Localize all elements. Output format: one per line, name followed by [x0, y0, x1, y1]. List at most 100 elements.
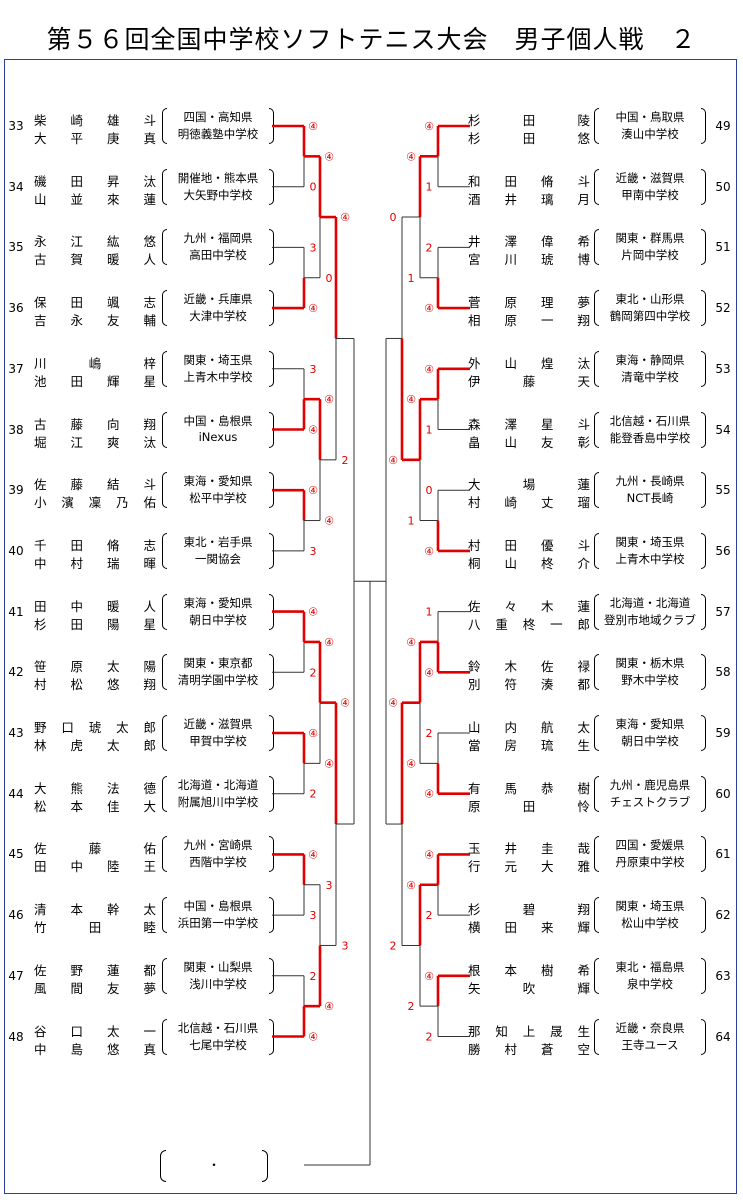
- affiliation-bracket-left: [162, 897, 167, 934]
- page-title: 第５６回全国中学校ソフトテニス大会 男子個人戦 ２: [46, 25, 697, 54]
- prefecture: 九州・長崎県: [615, 474, 685, 489]
- affiliation-bracket-left: [162, 168, 167, 205]
- player-name: 玉井圭哉: [468, 841, 590, 857]
- round2-score: ④: [406, 393, 416, 406]
- player-names: 杉田陵杉田悠: [468, 106, 590, 150]
- player-names: 山内航太當房琉生: [468, 713, 590, 757]
- affiliation: 開催地・熊本県大矢野中学校: [162, 167, 274, 211]
- school-name: 鶴岡第四中学校: [609, 309, 691, 324]
- round1-score: 3: [310, 545, 317, 558]
- round1-score: ④: [308, 1031, 318, 1044]
- player-names: 玉井圭哉行元大雅: [468, 834, 590, 878]
- player-names: 有馬恭樹原田怜: [468, 774, 590, 818]
- seed-number: 49: [715, 119, 731, 133]
- seed-number: 58: [715, 665, 731, 680]
- affiliation-bracket-left: [594, 108, 599, 144]
- prefecture: 四国・愛媛県: [615, 838, 685, 853]
- round1-score: ④: [308, 302, 318, 315]
- affiliation-bracket-left: [594, 897, 599, 934]
- round2-score: 1: [408, 515, 415, 528]
- round2-score: ④: [406, 636, 416, 649]
- round1-score: ④: [308, 484, 318, 497]
- round3-score: ④: [340, 697, 350, 710]
- school-name: NCT長崎: [626, 491, 674, 506]
- player-name: 杉碧翔: [468, 902, 590, 918]
- seed-number: 38: [8, 422, 24, 437]
- affiliation: 関東・埼玉県上青木中学校: [594, 531, 706, 575]
- player-names: 森澤星斗畠山友彰: [468, 410, 590, 454]
- seed-number: 59: [715, 726, 731, 740]
- school-name: 高田中学校: [189, 248, 247, 263]
- player-name: 根本樹希: [468, 962, 590, 978]
- player-name: 山内航太: [468, 720, 590, 735]
- affiliation: 東北・福島県泉中学校: [594, 956, 706, 1000]
- player-name: 勝村蒼空: [468, 1041, 590, 1057]
- affiliation: 関東・東京都清明学園中学校: [162, 652, 274, 696]
- player-names: 野口琥太郎林虎太郎: [34, 713, 156, 757]
- affiliation: 東海・静岡県清竜中学校: [594, 349, 706, 393]
- affiliation-bracket-left: [162, 350, 167, 387]
- player-name: 磯田昇汰: [34, 173, 156, 189]
- school-name: 登別市地域クラブ: [604, 612, 696, 627]
- player-names: 古藤向翔堀江爽汰: [34, 410, 156, 454]
- prefecture: 北信越・石川県: [609, 413, 691, 428]
- affiliation: 近畿・奈良県王寺ユース: [594, 1017, 706, 1061]
- affiliation: 関東・群馬県片岡中学校: [594, 227, 706, 271]
- seed-number: 61: [715, 847, 731, 862]
- player-name: 中島悠真: [34, 1041, 156, 1057]
- school-name: 清明学園中学校: [177, 673, 259, 688]
- seed-number: 47: [8, 968, 24, 983]
- player-names: 谷口太一中島悠真: [34, 1017, 156, 1061]
- player-name: 原田怜: [468, 798, 590, 814]
- school-name: iNexus: [198, 429, 238, 444]
- affiliation-bracket-left: [162, 108, 167, 144]
- player-name: 和田脩斗: [468, 173, 590, 189]
- affiliation-bracket-left: [594, 290, 599, 327]
- school-name: 朝日中学校: [621, 734, 679, 748]
- prefecture: 九州・鹿児島県: [609, 777, 691, 792]
- player-names: 井澤偉希宮川琥博: [468, 227, 590, 271]
- affiliation-bracket-right: [701, 168, 706, 205]
- affiliation: 東北・山形県鶴岡第四中学校: [594, 288, 706, 332]
- affiliation-bracket-left: [162, 593, 167, 630]
- player-name: 桐山柊介: [468, 555, 590, 571]
- player-names: 永江紘悠古賀暖人: [34, 227, 156, 271]
- player-names: 佐々木蓮八重柊一郎: [468, 592, 590, 636]
- affiliation-bracket-left: [594, 472, 599, 509]
- player-name: 野口琥太郎: [34, 720, 156, 735]
- player-name: 池田輝星: [34, 373, 156, 389]
- school-name: チェストクラブ: [609, 794, 691, 809]
- player-name: 柴崎雄斗: [34, 113, 156, 128]
- prefecture: 近畿・兵庫県: [183, 292, 253, 307]
- player-name: 矢吹輝: [468, 980, 590, 996]
- player-names: 外山煌汰伊藤天: [468, 349, 590, 393]
- round1-score: 0: [426, 484, 433, 497]
- player-name: 村崎丈瑠: [468, 495, 590, 511]
- affiliation: 関東・埼玉県松山中学校: [594, 895, 706, 939]
- affiliation: 近畿・滋賀県甲賀中学校: [162, 713, 274, 757]
- round2-score: ④: [324, 636, 334, 649]
- affiliation: 北信越・石川県七尾中学校: [162, 1017, 274, 1061]
- affiliation-bracket-left: [162, 532, 167, 569]
- player-name: 酒井璃月: [468, 191, 590, 207]
- round1-score: ④: [424, 788, 434, 801]
- player-names: 佐野蓮都風間友夢: [34, 956, 156, 1000]
- extra-bracket-left: [160, 1150, 166, 1182]
- affiliation: 中国・鳥取県湊山中学校: [594, 106, 706, 150]
- round1-score: ④: [424, 666, 434, 679]
- player-name: 大平庚真: [34, 131, 156, 146]
